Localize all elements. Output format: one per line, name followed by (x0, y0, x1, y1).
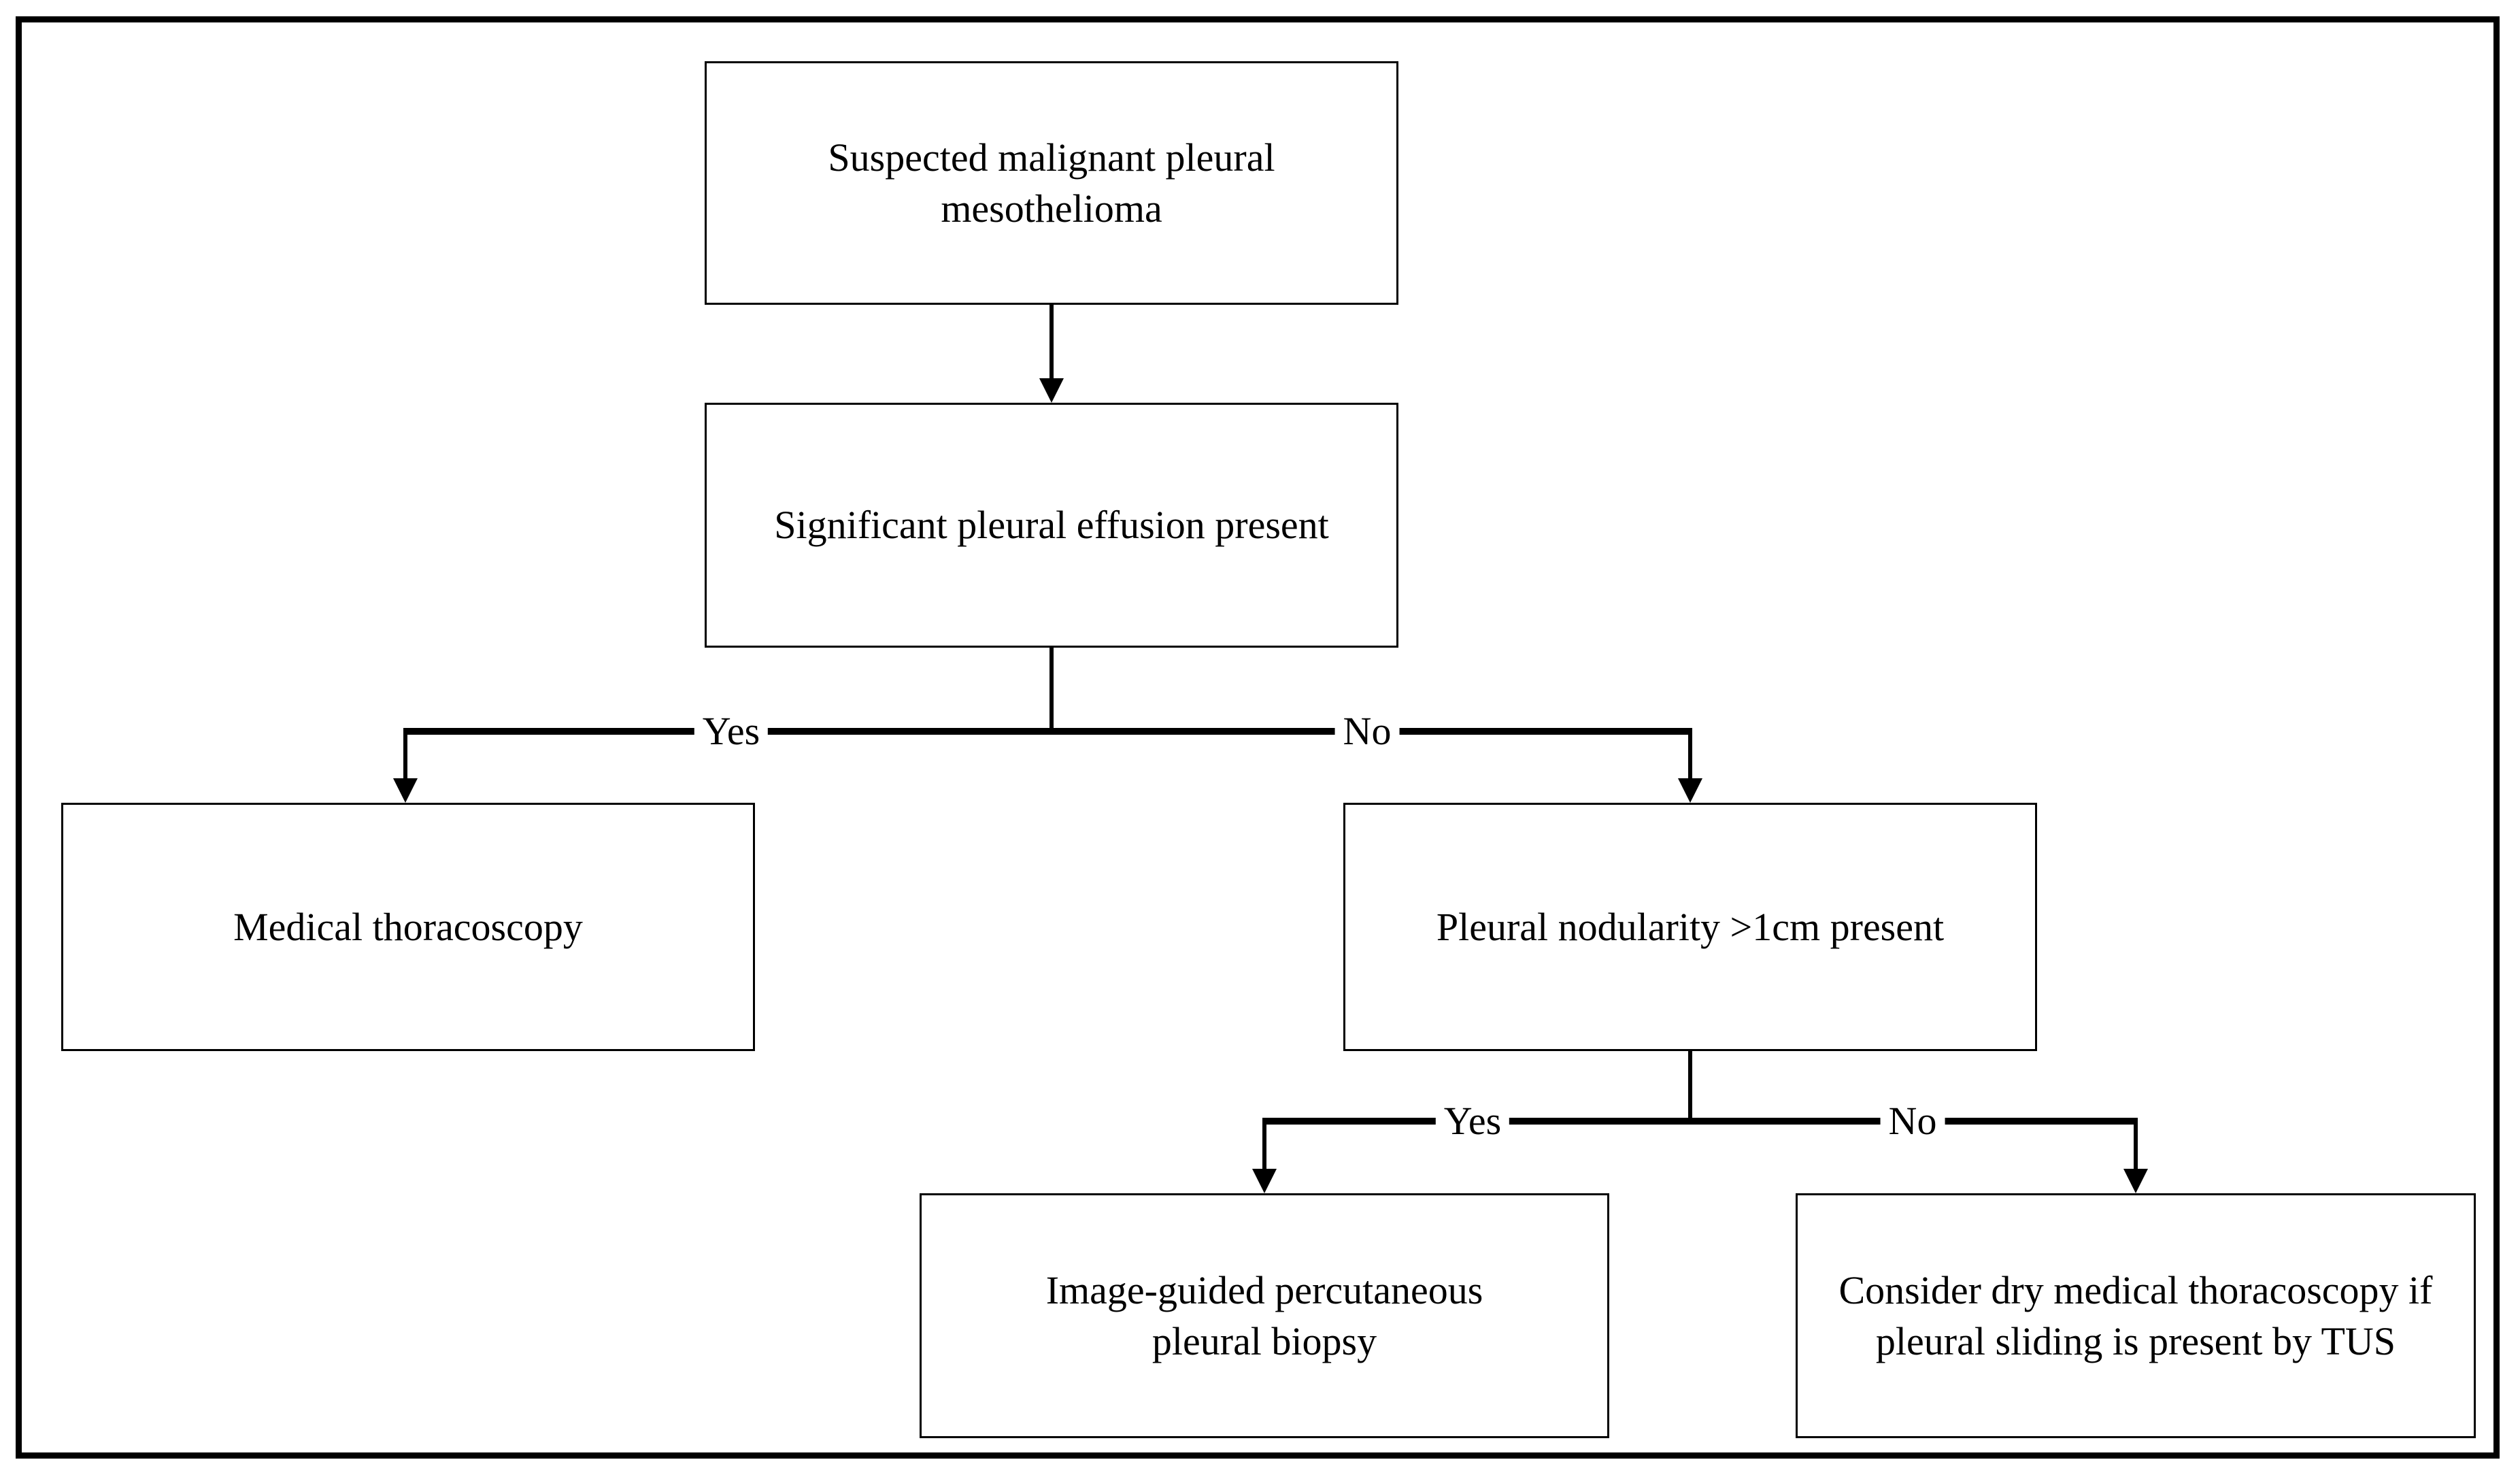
node-suspected-mesothelioma-label: Suspected malignant pleural mesothelioma (828, 135, 1275, 231)
branch-label-nodularity-yes: Yes (1435, 1100, 1510, 1142)
arrowhead-icon (1252, 1169, 1277, 1193)
node-image-guided-biopsy: Image-guided percutaneous pleural biopsy (920, 1193, 1609, 1438)
node-medical-thoracoscopy-label: Medical thoracoscopy (233, 904, 583, 949)
node-pleural-effusion-present-label: Significant pleural effusion present (774, 503, 1329, 548)
branch-label-effusion-no: No (1334, 710, 1400, 752)
arrowhead-icon (393, 778, 418, 803)
outer-frame (16, 16, 2500, 1459)
node-pleural-nodularity: Pleural nodularity >1cm present (1343, 803, 2037, 1051)
arrowhead-icon (1678, 778, 1702, 803)
node-pleural-effusion-present: Significant pleural effusion present (705, 403, 1398, 648)
node-dry-medical-thoracoscopy: Consider dry medical thoracoscopy if ple… (1796, 1193, 2476, 1438)
node-medical-thoracoscopy: Medical thoracoscopy (61, 803, 755, 1051)
branch-label-effusion-yes: Yes (694, 710, 769, 752)
node-dry-medical-thoracoscopy-label: Consider dry medical thoracoscopy if ple… (1838, 1267, 2433, 1363)
node-suspected-mesothelioma: Suspected malignant pleural mesothelioma (705, 61, 1398, 305)
node-image-guided-biopsy-label: Image-guided percutaneous pleural biopsy (1045, 1267, 1483, 1363)
arrowhead-icon (1039, 378, 1064, 403)
arrowhead-icon (2123, 1169, 2148, 1193)
branch-label-nodularity-no: No (1880, 1100, 1945, 1142)
node-pleural-nodularity-label: Pleural nodularity >1cm present (1436, 904, 1945, 949)
